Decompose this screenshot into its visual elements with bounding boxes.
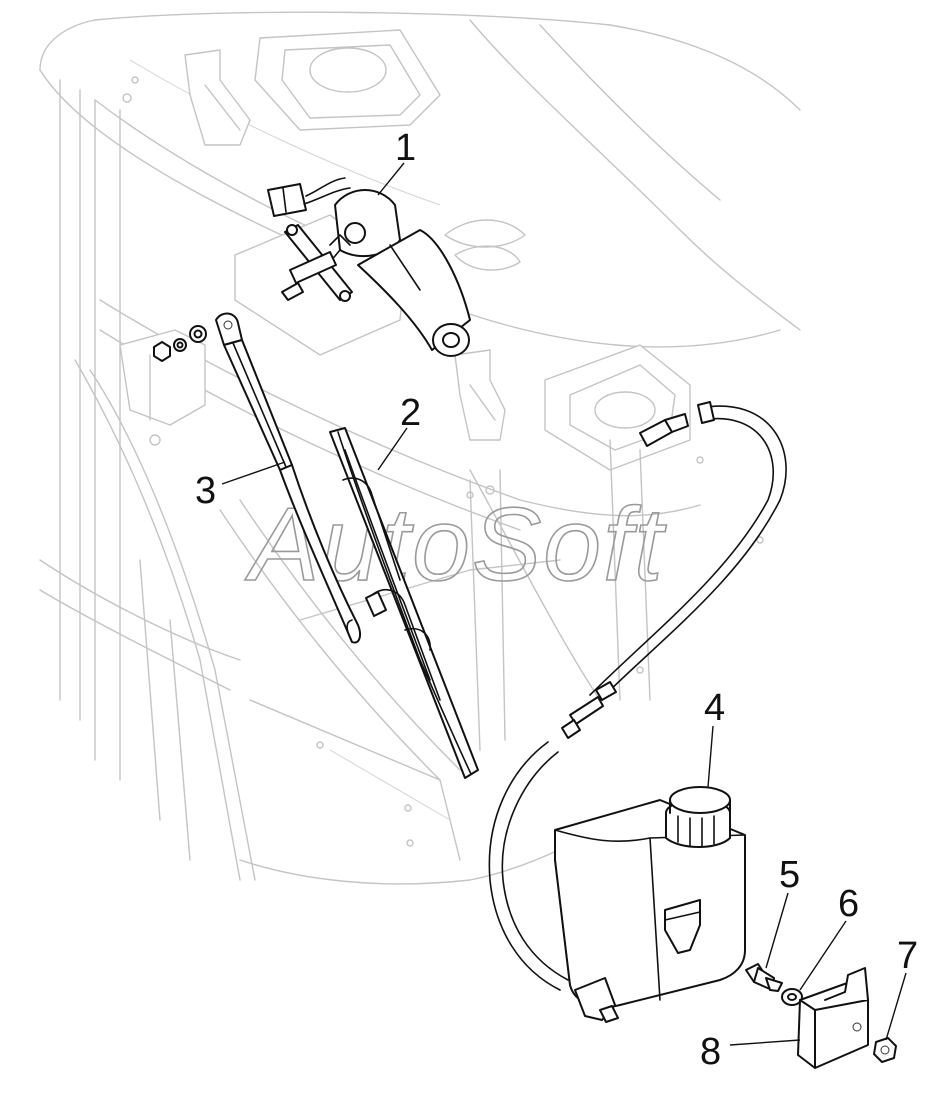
leader-3	[221, 461, 286, 485]
nut	[873, 1037, 897, 1063]
callout-4: 4	[704, 687, 725, 729]
washer-hose	[488, 401, 787, 991]
leader-5	[765, 892, 789, 969]
leader-2	[377, 427, 408, 471]
callout-3: 3	[195, 470, 216, 512]
callout-leaders	[221, 162, 907, 1046]
leader-4	[707, 725, 714, 788]
cab-background	[39, 11, 801, 885]
callout-8: 8	[700, 1031, 721, 1073]
callout-labels: 1 2 3 4 5 6 7 8	[195, 127, 918, 1073]
washer-reservoir	[554, 786, 746, 1023]
leader-6	[799, 920, 847, 991]
wiper-blade	[329, 427, 479, 779]
leader-1	[377, 162, 405, 196]
wiper-arm	[153, 312, 361, 644]
callout-2: 2	[400, 392, 421, 434]
washer	[781, 988, 803, 1006]
callout-5: 5	[779, 854, 800, 896]
callout-7: 7	[897, 935, 918, 977]
watermark-text: AutoSoft	[244, 487, 667, 603]
leader-8	[729, 1039, 801, 1046]
wiper-motor	[234, 177, 471, 357]
callout-6: 6	[838, 883, 859, 925]
callout-1: 1	[395, 127, 416, 169]
leader-7	[885, 972, 907, 1041]
mounting-bracket	[797, 967, 869, 1069]
bolt	[745, 963, 783, 992]
